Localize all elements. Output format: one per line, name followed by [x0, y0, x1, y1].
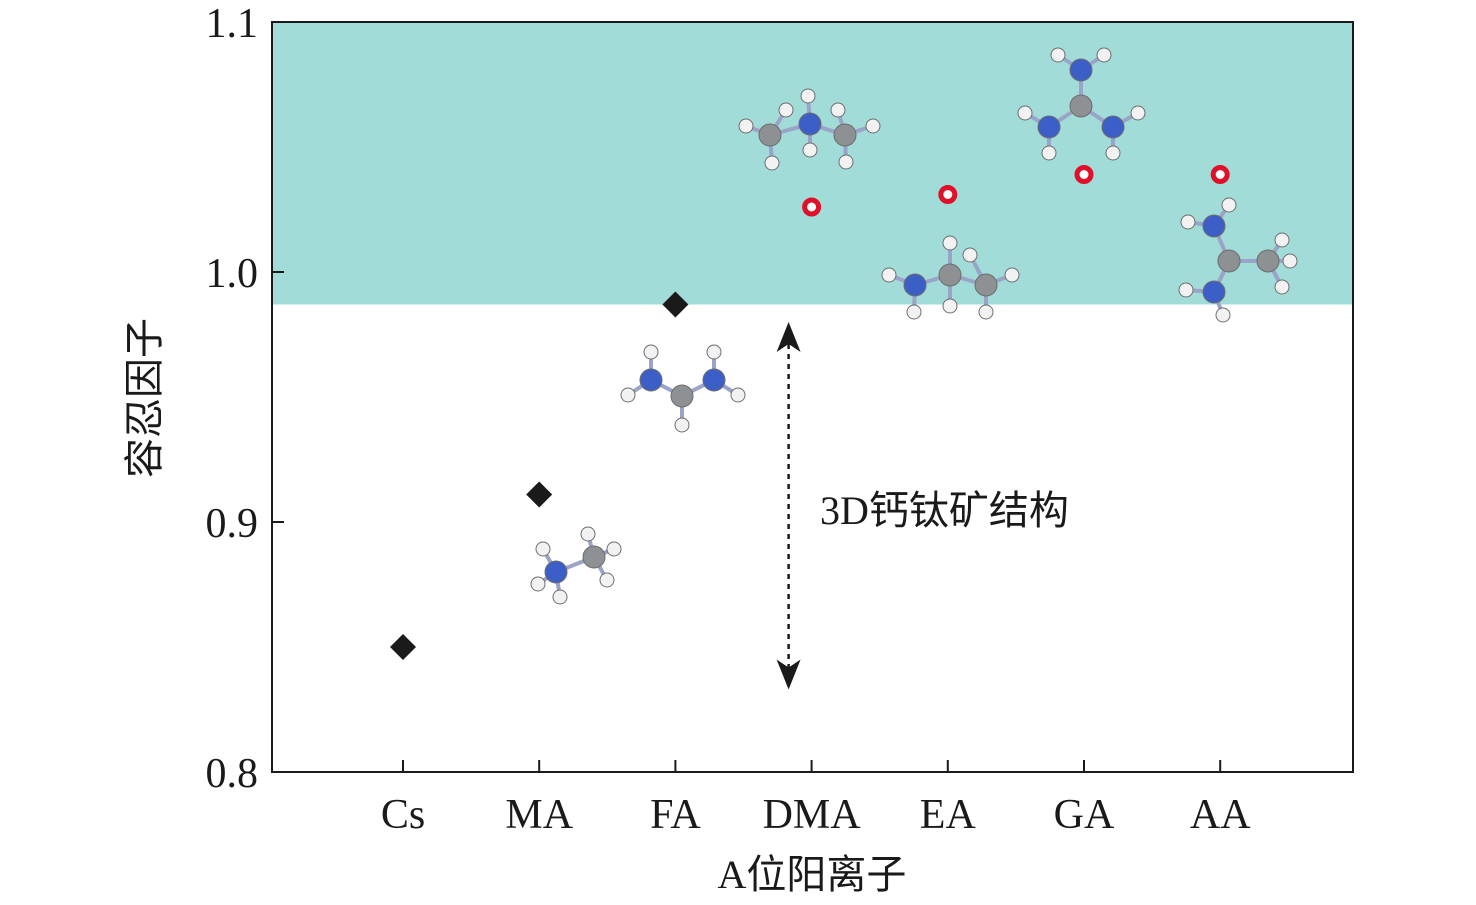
nitrogen-atom — [903, 273, 927, 297]
data-point-diamond — [390, 634, 416, 660]
hydrogen-atom — [530, 576, 546, 592]
annotation-arrowhead-down — [776, 659, 801, 690]
hydrogen-atom — [706, 344, 722, 360]
carbon-atom — [670, 384, 694, 408]
hydrogen-atom — [802, 142, 818, 158]
nitrogen-atom — [798, 112, 822, 136]
hydrogen-atom — [599, 572, 615, 588]
hydrogen-atom — [800, 88, 816, 104]
nitrogen-atom — [1202, 214, 1226, 238]
x-tick-label: DMA — [763, 792, 862, 838]
data-point-diamond — [526, 481, 553, 508]
hydrogen-atom — [1178, 282, 1194, 298]
x-tick-label: MA — [505, 792, 573, 838]
hydrogen-atom — [830, 102, 846, 118]
hydrogen-atom — [1221, 197, 1237, 213]
data-point-circle — [1210, 165, 1230, 184]
hydrogen-atom — [764, 155, 780, 171]
data-point-circle — [802, 197, 822, 217]
hydrogen-atom — [1041, 145, 1057, 161]
hydrogen-atom — [738, 118, 754, 134]
hydrogen-atom — [1004, 267, 1020, 283]
shaded-region — [272, 22, 1353, 305]
nitrogen-atom — [1037, 115, 1061, 139]
hydrogen-atom — [1017, 105, 1033, 121]
hydrogen-atom — [1274, 232, 1290, 248]
y-axis-label: 容忍因子 — [122, 318, 167, 478]
hydrogen-atom — [1105, 145, 1121, 161]
y-tick-label: 1.1 — [206, 1, 259, 47]
x-tick-label: AA — [1190, 792, 1251, 838]
fa-molecule-icon — [620, 344, 746, 433]
nitrogen-atom — [1101, 115, 1125, 139]
plot-area — [272, 22, 1353, 305]
carbon-atom — [833, 123, 857, 147]
nitrogen-atom — [639, 368, 663, 392]
nitrogen-atom — [1069, 58, 1093, 82]
data-point-diamond — [662, 291, 689, 318]
annotation-label: 3D钙钛矿结构 — [820, 488, 1069, 533]
carbon-atom — [758, 123, 782, 147]
nitrogen-atom — [544, 560, 568, 584]
x-tick-label: FA — [650, 792, 701, 838]
hydrogen-atom — [906, 304, 922, 320]
dma-molecule-icon — [738, 88, 881, 171]
carbon-atom — [582, 545, 606, 569]
ga-molecule-icon — [1017, 47, 1146, 161]
hydrogen-atom — [1130, 105, 1146, 121]
data-point-circle — [938, 185, 958, 204]
hydrogen-atom — [1215, 307, 1231, 323]
y-tick-label: 1.0 — [206, 251, 259, 297]
hydrogen-atom — [643, 344, 659, 360]
nitrogen-atom — [1202, 280, 1226, 304]
x-tick-label: GA — [1054, 792, 1115, 838]
ea-molecule-icon — [881, 235, 1020, 320]
x-tick-label: EA — [920, 792, 977, 838]
x-tick-label: Cs — [381, 792, 425, 838]
nitrogen-atom — [702, 368, 726, 392]
hydrogen-atom — [778, 102, 794, 118]
carbon-atom — [1069, 94, 1093, 118]
hydrogen-atom — [838, 154, 854, 170]
hydrogen-atom — [606, 541, 622, 557]
hydrogen-atom — [1096, 47, 1112, 63]
hydrogen-atom — [865, 118, 881, 134]
hydrogen-atom — [620, 387, 636, 403]
hydrogen-atom — [535, 541, 551, 557]
y-tick-label: 0.9 — [206, 501, 259, 547]
hydrogen-atom — [674, 417, 690, 433]
hydrogen-atom — [1282, 253, 1298, 269]
hydrogen-atom — [881, 267, 897, 283]
data-point-circle — [1074, 165, 1094, 184]
hydrogen-atom — [1050, 47, 1066, 63]
hydrogen-atom — [552, 589, 568, 605]
x-axis-label: A位阳离子 — [718, 852, 907, 897]
y-tick-label: 0.8 — [206, 751, 259, 797]
hydrogen-atom — [942, 235, 958, 251]
hydrogen-atom — [1274, 279, 1290, 295]
hydrogen-atom — [1180, 214, 1196, 230]
carbon-atom — [938, 263, 962, 287]
carbon-atom — [1217, 249, 1241, 273]
hydrogen-atom — [978, 304, 994, 320]
ma-molecule-icon — [530, 526, 622, 605]
aa-molecule-icon — [1178, 197, 1298, 323]
annotation-arrowhead-up — [776, 322, 801, 352]
hydrogen-atom — [942, 298, 958, 314]
hydrogen-atom — [580, 526, 596, 542]
carbon-atom — [974, 273, 998, 297]
hydrogen-atom — [730, 387, 746, 403]
carbon-atom — [1256, 249, 1280, 273]
hydrogen-atom — [962, 247, 978, 263]
